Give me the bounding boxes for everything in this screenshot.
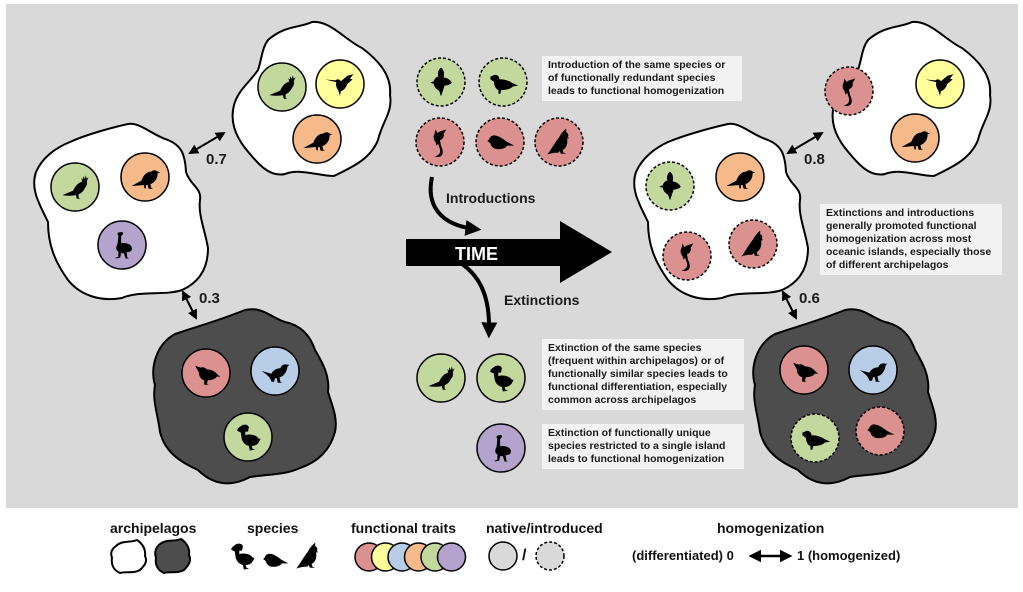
species-circle: [824, 66, 874, 116]
species-circle: [476, 353, 526, 403]
species-circle: [890, 113, 940, 163]
native-circle: [488, 541, 518, 571]
similarity-arrow: [786, 131, 824, 155]
species-circle: [250, 346, 300, 396]
time-arrow: [406, 221, 612, 283]
introduced-circle: [535, 541, 565, 571]
species-circle: [97, 220, 147, 270]
legend-species: [231, 542, 318, 570]
legend-archipelagos-title: archipelagos: [110, 520, 197, 536]
legend-scale-high: 1 (homogenized): [797, 548, 901, 563]
note-introduction: Introduction of the same species or of f…: [542, 56, 742, 101]
species-circle: [478, 57, 528, 107]
legend-island-dark: [154, 537, 192, 575]
species-circle: [416, 57, 466, 107]
legend-archipelagos: [110, 537, 192, 575]
similarity-value: 0.6: [799, 290, 820, 307]
legend-island-light: [110, 538, 148, 575]
similarity-arrow: [188, 131, 226, 155]
species-circle: [534, 117, 584, 167]
island-light: [633, 122, 810, 300]
trait-circle: [50, 162, 100, 212]
similarity-arrow: [182, 290, 197, 320]
sparrow-icon: [263, 553, 289, 567]
species-circle: [292, 114, 342, 164]
island-light: [231, 20, 392, 178]
quail-icon: [296, 542, 318, 569]
legend-native-introduced-title: native/introduced: [486, 520, 603, 536]
species-circle: [415, 117, 465, 167]
island-light: [33, 122, 210, 300]
legend-functional-traits: [354, 542, 467, 572]
similarity-value: 0.8: [804, 151, 825, 168]
species-circle: [257, 62, 307, 112]
extinctions-arrow: [460, 262, 498, 339]
introductions-label: Introductions: [446, 190, 536, 206]
note-extinction-unique: Extinction of functionally unique specie…: [542, 424, 744, 469]
legend-slash: /: [522, 547, 527, 564]
legend-scale-low: (differentiated) 0: [632, 548, 734, 563]
dodo-icon: [231, 543, 255, 570]
species-circle: [728, 219, 778, 269]
note-summary: Extinctions and introductions generally …: [820, 204, 1002, 275]
species-circle: [790, 413, 840, 463]
species-circle: [855, 406, 905, 456]
similarity-value: 0.7: [206, 151, 227, 168]
species-circle: [779, 345, 829, 395]
similarity-value: 0.3: [199, 290, 220, 307]
extinctions-label: Extinctions: [504, 292, 580, 308]
trait-circle: [416, 353, 466, 403]
introductions-arrow: [428, 176, 482, 236]
legend-homogenization-title: homogenization: [717, 520, 825, 536]
note-extinction-similar: Extinction of the same species (frequent…: [542, 339, 744, 410]
species-circle: [315, 59, 365, 109]
trait-circle: [257, 62, 307, 112]
species-circle: [181, 348, 231, 398]
similarity-arrow: [782, 290, 797, 320]
species-circle: [120, 152, 170, 202]
legend-species-title: species: [247, 520, 299, 536]
species-circle: [848, 345, 898, 395]
island-dark: [752, 308, 937, 485]
species-circle: [50, 162, 100, 212]
legend-trait-purple: [436, 542, 467, 572]
species-circle: [475, 117, 525, 167]
species-circle: [645, 161, 695, 211]
species-circle: [476, 423, 526, 473]
species-circle: [915, 59, 965, 109]
time-label: TIME: [455, 244, 498, 264]
species-circle: [416, 353, 466, 403]
legend-traits-title: functional traits: [351, 520, 457, 536]
legend-native-introduced: [488, 541, 565, 571]
species-circle: [223, 412, 273, 462]
species-circle: [715, 152, 765, 202]
species-circle: [662, 231, 712, 281]
